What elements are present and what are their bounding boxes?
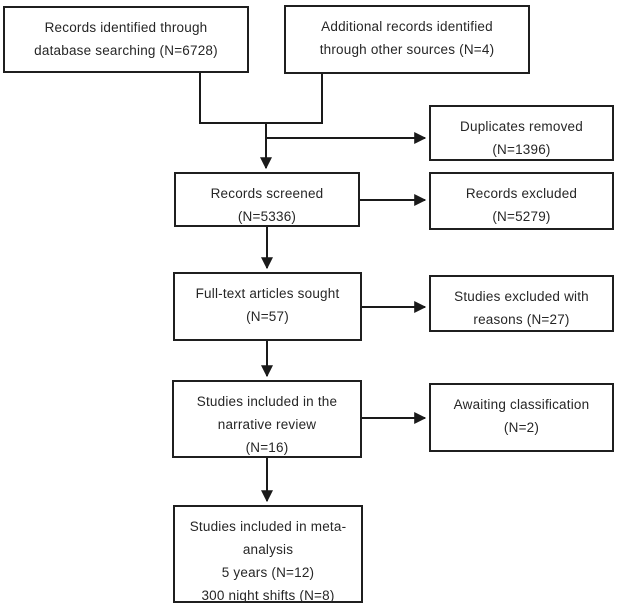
- node-line: database searching (N=6728): [34, 43, 218, 58]
- node-line: (N=16): [245, 440, 289, 455]
- node-line: Studies included in meta-: [189, 519, 347, 534]
- node-line: (N=5279): [492, 209, 551, 224]
- node-records-excluded: Records excluded (N=5279): [429, 172, 614, 230]
- node-line: Records identified through: [44, 20, 208, 35]
- node-line: 5 years (N=12): [221, 565, 315, 580]
- connector-merge-sources: [199, 73, 323, 124]
- node-line: Studies included in the: [196, 394, 338, 409]
- node-line: reasons (N=27): [473, 312, 570, 327]
- node-line: narrative review: [217, 417, 317, 432]
- node-records-identified: Records identified through database sear…: [3, 6, 249, 73]
- node-line: analysis: [242, 542, 294, 557]
- node-line: (N=5336): [237, 209, 297, 224]
- node-line: Records screened: [210, 186, 324, 201]
- node-line: Duplicates removed: [460, 119, 583, 134]
- node-line: through other sources (N=4): [319, 42, 495, 57]
- node-narrative-review: Studies included in the narrative review…: [172, 380, 362, 458]
- node-records-screened: Records screened (N=5336): [174, 172, 360, 227]
- node-additional-records: Additional records identified through ot…: [284, 5, 530, 74]
- node-meta-analysis: Studies included in meta- analysis 5 yea…: [173, 505, 363, 603]
- node-duplicates-removed: Duplicates removed (N=1396): [429, 105, 614, 161]
- node-fulltext-sought: Full-text articles sought (N=57): [173, 272, 362, 341]
- node-line: Full-text articles sought: [195, 286, 340, 301]
- node-line: Records excluded: [465, 186, 578, 201]
- node-line: (N=57): [246, 309, 289, 324]
- node-line: (N=2): [503, 420, 540, 435]
- node-studies-excluded: Studies excluded with reasons (N=27): [429, 275, 614, 332]
- node-line: Additional records identified: [321, 19, 493, 34]
- node-line: Awaiting classification: [453, 397, 590, 412]
- node-awaiting-classification: Awaiting classification (N=2): [429, 383, 614, 452]
- node-line: (N=1396): [492, 142, 551, 157]
- node-line: 300 night shifts (N=8): [201, 588, 335, 603]
- node-line: Studies excluded with: [454, 289, 589, 304]
